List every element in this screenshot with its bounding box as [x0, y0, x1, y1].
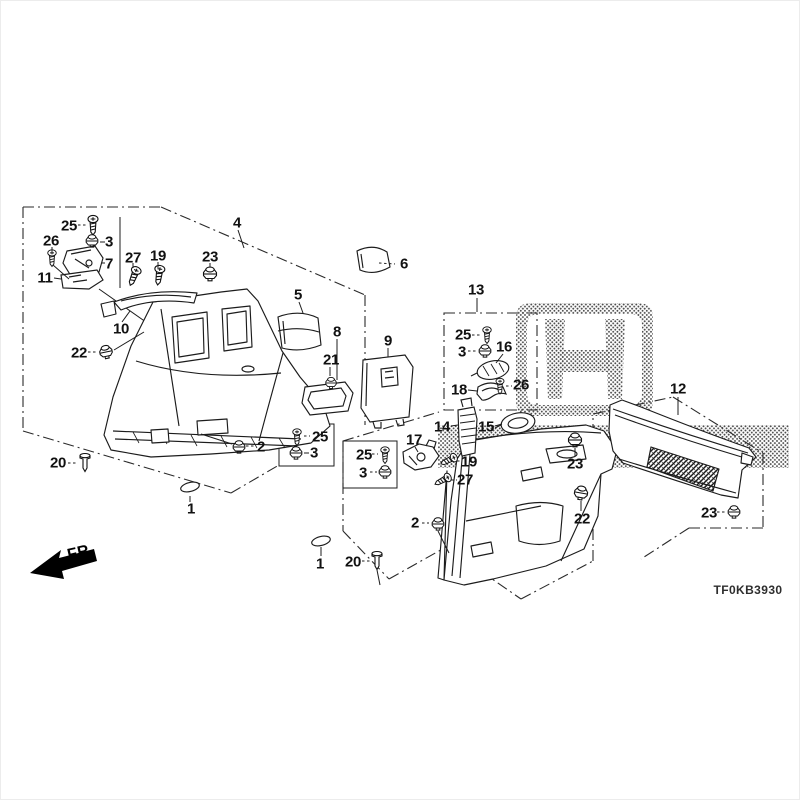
part-4-left-quarter-panel [103, 288, 331, 458]
clip-icon-3b [289, 446, 303, 460]
leader-lines [51, 224, 726, 586]
part-code: TF0KB3930 [713, 583, 783, 597]
clip-icon-3d [478, 344, 492, 358]
part-5-lid [277, 312, 322, 351]
screw-icon-26 [47, 249, 57, 267]
part-16-bracket [470, 360, 510, 380]
part-1-plugs [180, 481, 331, 547]
clip-icon-22 [98, 343, 114, 361]
clip-icon-3c [378, 465, 392, 479]
part-12-sill-garnish [608, 399, 757, 499]
part-15-grommet [494, 412, 536, 434]
screw-icon-25 [87, 214, 99, 236]
screw-icon-25d [482, 326, 492, 344]
part-8-tray [301, 381, 354, 416]
part-10-rail [100, 291, 198, 318]
rivet-icon-20 [79, 452, 91, 473]
screw-icon-27b [432, 471, 454, 489]
group-boundaries [22, 206, 764, 600]
part-11-bracket [60, 269, 104, 290]
part-14-strip [457, 397, 478, 457]
part-7-cover [62, 245, 104, 277]
part-6-cover [356, 246, 391, 273]
clip-icon-23c [727, 505, 741, 519]
part-9-lid [360, 354, 414, 429]
screw-icon-19 [152, 264, 166, 287]
clip-icon-3 [85, 234, 99, 248]
rivet-icon-20b [371, 550, 383, 571]
screw-icon-27 [125, 264, 143, 288]
screw-icon-25c [380, 446, 390, 464]
part-17-latch-bracket [402, 439, 440, 471]
fr-arrow-icon [30, 549, 97, 579]
clip-icon-23 [202, 266, 218, 282]
